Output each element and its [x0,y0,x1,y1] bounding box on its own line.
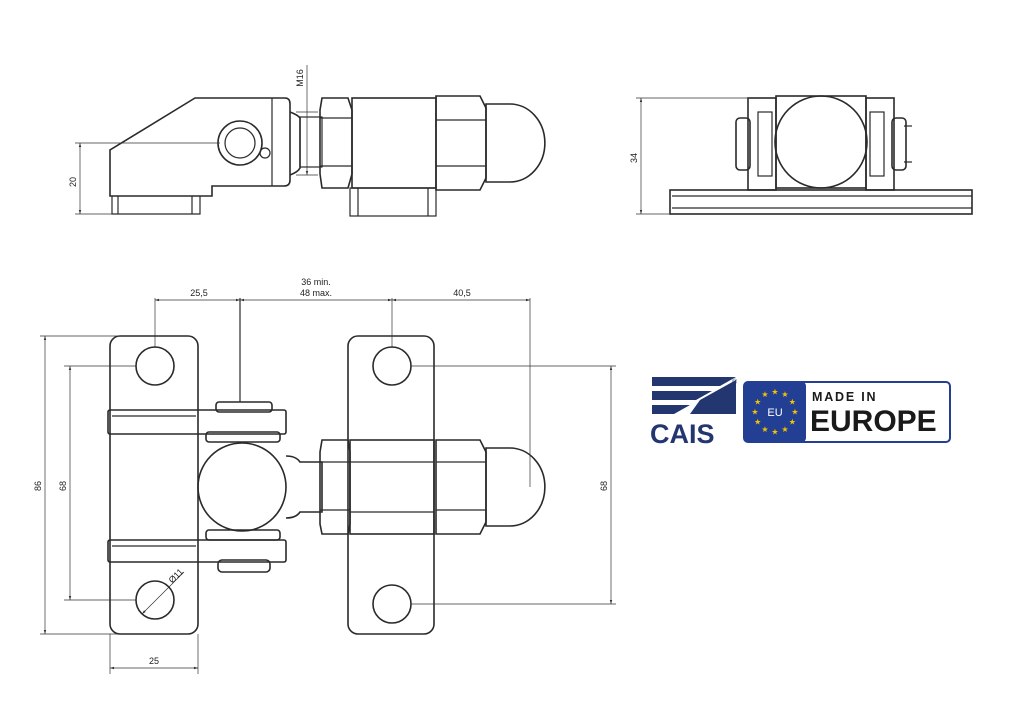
eu-flag [744,382,806,442]
eu-star-icon: ★ [751,408,758,417]
eu-star-icon: ★ [781,425,788,434]
dim-hole-diameter: Ø11 [167,567,186,586]
dim-center-min: 36 min. [301,277,331,287]
europe-text: EUROPE [810,405,937,438]
end-base-plate [669,189,973,215]
end-block [775,95,867,189]
eu-stars: ★★★★★★★★★★★★ [751,388,798,437]
front-left-hole-bottom [135,580,175,620]
made-in-text: MADE IN [812,390,877,404]
side-nut-right [435,95,487,191]
cais-stripe-1 [652,377,736,386]
front-ball [197,442,287,532]
front-left-plate [109,335,199,635]
eu-star-icon: ★ [781,390,788,399]
eu-star-icon: ★ [771,388,778,397]
end-ball [774,95,868,189]
eu-label: EU [767,407,782,419]
eu-star-icon: ★ [789,398,796,407]
dim-bottom-width: 25 [149,656,159,666]
front-view: 25,5 36 min. 48 max. 40,5 86 68 68 Ø11 2… [33,277,616,674]
front-knuckle-top [107,409,287,435]
dim-left-holes: 68 [58,481,68,491]
dim-left-width: 25,5 [190,288,208,298]
cais-stripe-2 [652,391,712,400]
registered-mark: ® [732,378,738,386]
dim-right-width: 40,5 [453,288,471,298]
dim-center-max: 48 max. [300,288,332,298]
side-bracket-body [109,97,291,197]
dim-side-height: 20 [68,177,78,187]
front-right-hole-bottom [372,584,412,624]
eu-star-icon: ★ [754,398,761,407]
side-stem [289,111,301,176]
end-view: 34 [629,95,973,215]
cais-logo: CAIS ® [650,377,738,449]
front-right-block [349,439,435,535]
front-nut-right [435,439,487,535]
dim-end-height: 34 [629,153,639,163]
eu-star-icon: ★ [771,428,778,437]
side-block [351,97,437,189]
eu-star-icon: ★ [789,418,796,427]
front-dome-cap [485,447,546,527]
side-circlip [259,147,271,159]
made-in-europe-badge: ★★★★★★★★★★★★ EU MADE IN EUROPE [743,381,951,443]
side-dome-cap [485,103,546,183]
front-nut-left [319,439,351,535]
front-stem [285,455,323,519]
front-left-hole-top [135,346,175,386]
eu-star-icon: ★ [754,418,761,427]
side-pin-inner [224,127,256,159]
dim-thread: M16 [295,69,305,87]
dim-left-overall: 86 [33,481,43,491]
side-block-plate [349,187,437,217]
eu-star-icon: ★ [761,425,768,434]
front-right-plate [347,335,435,635]
front-knuckle-bottom [107,539,287,563]
front-right-hole-top [372,346,412,386]
side-view: 20 M16 [68,65,546,217]
side-nut-left [319,97,353,189]
eu-star-icon: ★ [761,390,768,399]
side-bracket-foot [111,196,201,215]
cais-wordmark: CAIS [650,419,715,449]
eu-star-icon: ★ [791,408,798,417]
cais-stripe-3 [652,405,690,414]
dim-right-holes: 68 [599,481,609,491]
